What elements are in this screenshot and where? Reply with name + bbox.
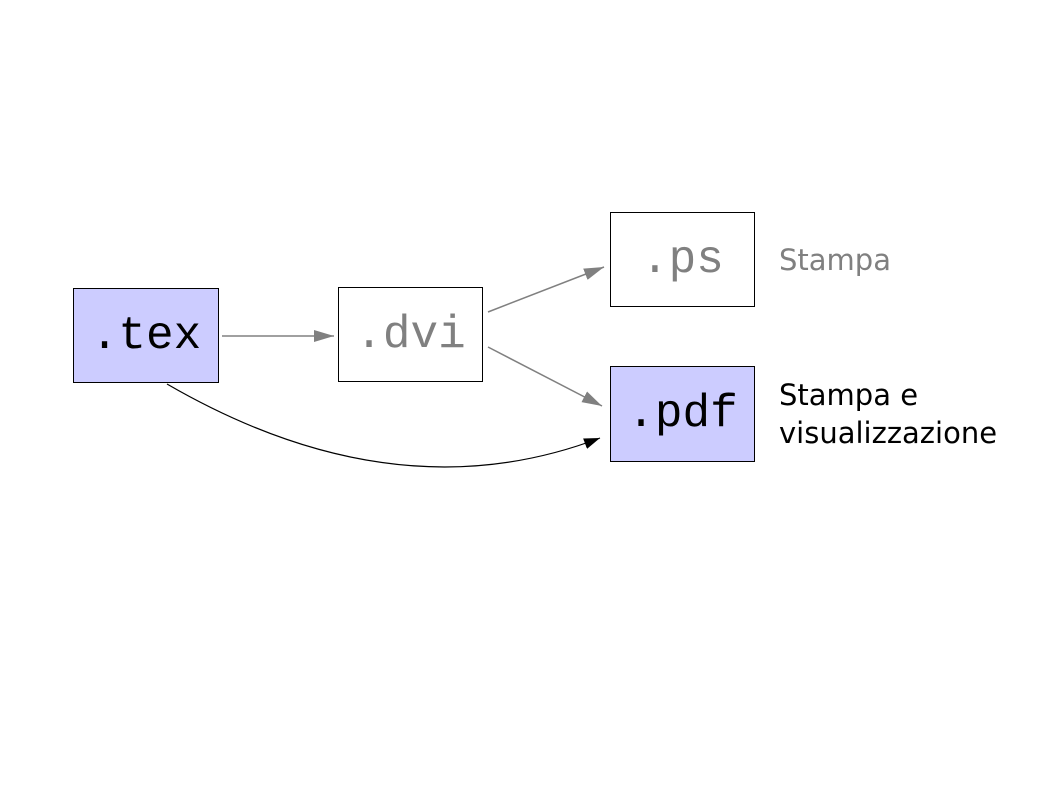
arrow-dvi-to-ps: [487, 266, 605, 313]
annotation-pdf-line2: visualizzazione: [779, 416, 998, 450]
node-pdf: .pdf: [610, 366, 755, 462]
node-ps-label: .ps: [641, 233, 724, 286]
arrow-tex-to-pdf: [166, 383, 601, 468]
node-tex: .tex: [73, 288, 219, 383]
node-ps: .ps: [610, 212, 755, 307]
annotation-stampa: Stampa: [779, 241, 891, 279]
node-pdf-label: .pdf: [627, 388, 738, 440]
annotation-pdf-line1: Stampa e: [779, 378, 919, 412]
node-dvi-label: .dvi: [355, 308, 466, 361]
node-dvi: .dvi: [338, 287, 483, 382]
annotation-stampa-text: Stampa: [779, 243, 891, 277]
annotation-stampa-e-visualizzazione: Stampa e visualizzazione: [779, 376, 997, 452]
node-tex-label: .tex: [90, 309, 202, 362]
arrow-dvi-to-pdf: [487, 346, 603, 407]
